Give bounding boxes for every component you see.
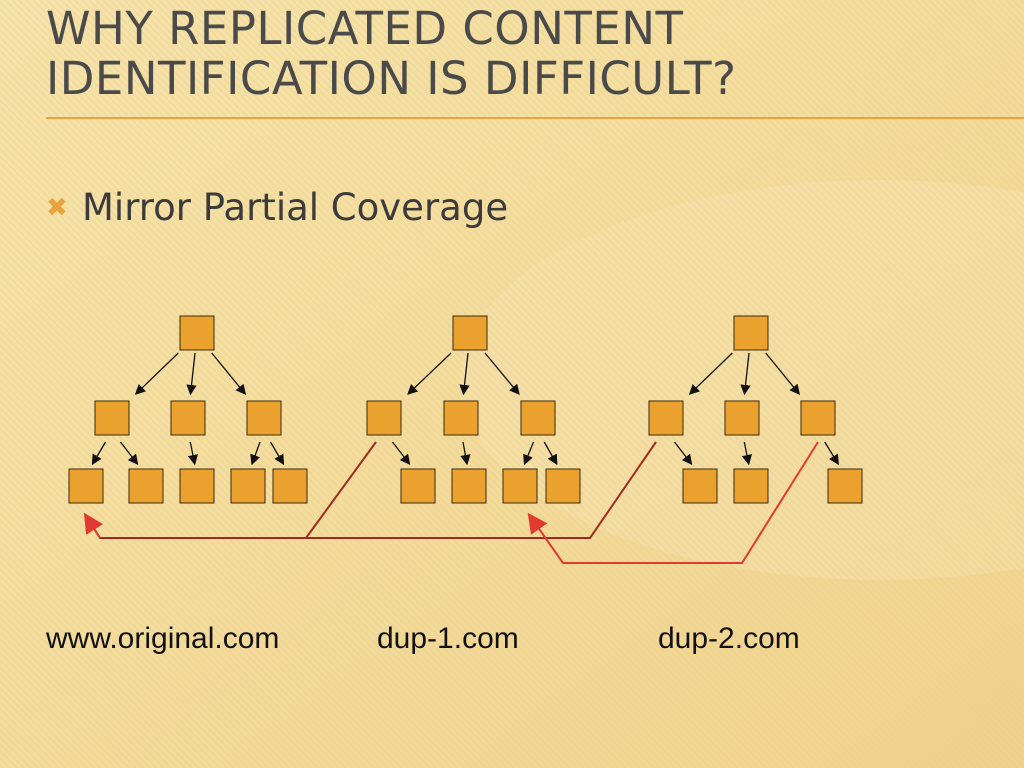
dup-1-leaf-page — [451, 468, 487, 504]
original-leaf-page — [68, 468, 104, 504]
mirror-link-dup2-to-dup1-leaf — [527, 441, 819, 564]
dup-1-tree-edge — [391, 441, 411, 466]
site-label-dup-2: dup-2.com — [658, 622, 800, 655]
original-leaf-page — [128, 468, 164, 504]
original-root-page — [179, 315, 215, 351]
original-tree-edge — [269, 441, 285, 466]
bullet-text: Mirror Partial Coverage — [82, 186, 509, 229]
dup-1-root-page — [452, 315, 488, 351]
original-leaf-page — [179, 468, 215, 504]
dup-2-tree-edge — [740, 352, 751, 396]
dup-1-tree-edge — [407, 352, 452, 395]
original-tree-edge — [134, 352, 179, 395]
original-tree-edge — [119, 441, 139, 466]
dup-1-leaf-page — [400, 468, 436, 504]
site-label-original: www.original.com — [46, 622, 280, 655]
original-leaf-page — [230, 468, 266, 504]
dup-2-level1-page — [648, 400, 684, 436]
dup-1-tree-edge — [459, 352, 470, 396]
original-level1-page — [246, 400, 282, 436]
x-mark-bullet-icon: ✖ — [46, 192, 68, 223]
site-label-dup-1: dup-1.com — [377, 622, 519, 655]
dup-2-root-page — [733, 315, 769, 351]
dup-2-tree-edge — [741, 441, 753, 466]
mirror-link-arrowhead-original — [83, 512, 104, 539]
dup-2-tree-edge — [824, 441, 839, 466]
dup-1-level1-page — [443, 400, 479, 436]
original-tree-edge — [186, 352, 197, 396]
dup-2-leaf-page — [682, 468, 718, 504]
dup-2-level1-page — [724, 400, 760, 436]
dup-1-tree-edge — [460, 441, 471, 466]
dup-2-tree-edge — [673, 441, 693, 466]
original-tree-edge — [187, 441, 199, 466]
dup-2-leaf-page — [733, 468, 769, 504]
dup-1-leaf-page — [502, 468, 538, 504]
dup-2-level1-page — [800, 400, 836, 436]
mirror-link-dup2-to-dup1 — [306, 441, 657, 539]
dup-1-leaf-page — [545, 468, 581, 504]
original-tree-edge — [250, 441, 261, 466]
dup-2-tree-edge — [765, 352, 801, 396]
dup-1-level1-page — [366, 400, 402, 436]
slide-title: WHY REPLICATED CONTENT IDENTIFICATION IS… — [46, 2, 737, 105]
dup-1-tree-edge — [543, 441, 558, 466]
dup-1-level1-page — [520, 400, 556, 436]
original-level1-page — [94, 400, 130, 436]
original-leaf-page — [272, 468, 308, 504]
title-underline — [46, 117, 1024, 119]
dup-2-leaf-page — [827, 468, 863, 504]
original-tree-edge — [211, 352, 247, 396]
original-tree-edge — [91, 441, 107, 466]
dup-2-tree-edge — [688, 352, 733, 395]
original-level1-page — [170, 400, 206, 436]
bullet-item: ✖ Mirror Partial Coverage — [46, 186, 508, 229]
dup-1-tree-edge — [484, 352, 520, 396]
dup-1-tree-edge — [523, 441, 535, 466]
